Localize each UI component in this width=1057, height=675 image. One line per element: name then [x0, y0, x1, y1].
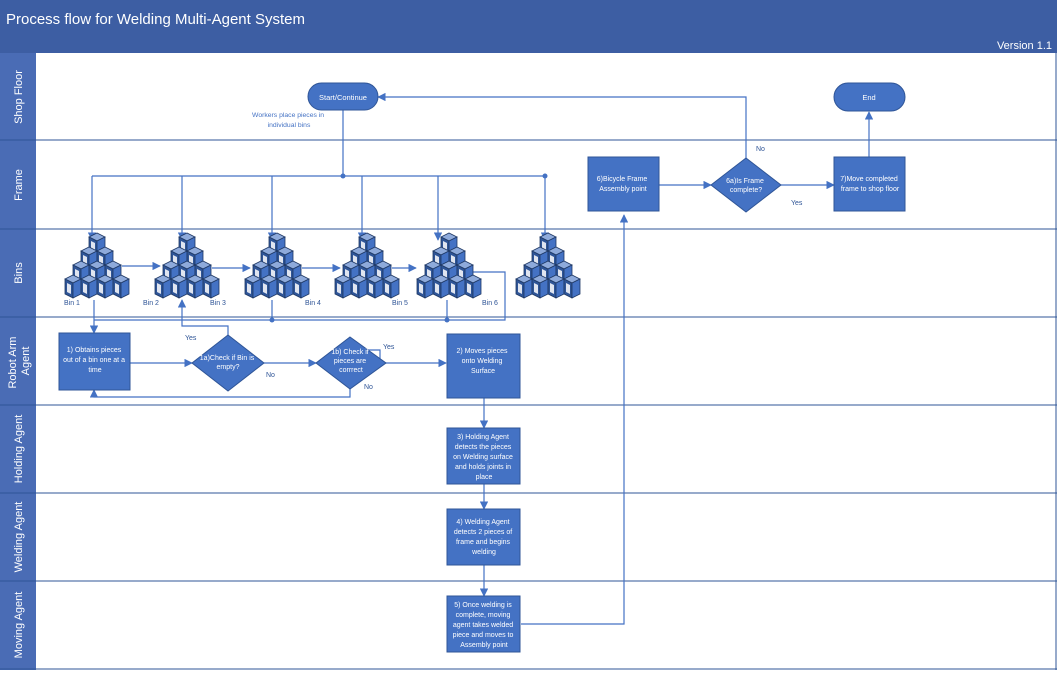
holding-agent-box: [446, 427, 521, 485]
lane-shop-floor: Shop Floor: [13, 70, 25, 124]
assembly-point-label: 6)Bicycle Frame Assembly point: [597, 176, 650, 193]
welding-agent-box: [446, 508, 521, 566]
version-label: Version 1.1: [997, 40, 1052, 52]
start-label: Start/Continue: [319, 93, 367, 102]
diagram-title: Process flow for Welding Multi-Agent Sys…: [6, 11, 305, 28]
check-empty-label: 1a)Check if Bin is empty?: [200, 355, 256, 371]
label-no-empty: No: [266, 372, 275, 379]
bin-icon-4: [335, 233, 399, 298]
bin-icon-5: [417, 233, 481, 298]
lane-bins: Bins: [13, 262, 25, 284]
check-correct-label: 1b) Check if pieces are corrrect: [331, 349, 370, 374]
connectors: [87, 92, 874, 625]
bin-label-6: Bin 6: [482, 300, 498, 307]
obtain-pieces-label: 1) Obtains pieces out of a bin one at a …: [63, 347, 127, 374]
bin-label-1: Bin 1: [64, 300, 80, 307]
frame-complete-label: 6a)Is Frame complete?: [726, 178, 766, 194]
check-correct-decision: [315, 336, 387, 390]
move-completed-label: 7)Move completed frame to shop floor: [840, 176, 900, 193]
obtain-pieces-box: [58, 332, 131, 391]
lane-holding-agent: Holding Agent: [13, 415, 25, 484]
lane-separators: [0, 53, 1057, 670]
junction-dots: [269, 173, 548, 323]
bin-label-4: Bin 4: [305, 300, 321, 307]
move-completed-box: [833, 156, 906, 212]
frame-complete-decision: [710, 157, 782, 213]
title-bar: [0, 0, 1057, 37]
assembly-point-box: [587, 156, 660, 212]
label-no-frame: No: [756, 146, 765, 153]
lane-moving-agent: Moving Agent: [13, 592, 25, 659]
bin-icon-3: [245, 233, 309, 298]
lane-welding-agent: Welding Agent: [13, 502, 25, 573]
moves-pieces-label: 2) Moves pieces onto Welding Surface: [457, 348, 510, 375]
check-empty-decision: [191, 334, 265, 392]
moving-agent-box: [446, 595, 521, 653]
moves-pieces-box: [446, 333, 521, 399]
version-bar: [0, 37, 1057, 53]
end-label: End: [862, 93, 875, 102]
start-terminal: [307, 82, 379, 111]
workers-note: Workers place pieces in individual bins: [252, 112, 326, 129]
bin-label-2: Bin 2: [143, 300, 159, 307]
bin-icon-1: [65, 233, 129, 298]
label-yes-empty: Yes: [185, 335, 197, 342]
bin-icon-2: [155, 233, 219, 298]
lane-robot-arm-agent: Robot Arm Agent: [7, 333, 32, 388]
label-no-correct: No: [364, 384, 373, 391]
lane-label-column: [0, 53, 36, 670]
label-yes-frame: Yes: [791, 200, 803, 207]
holding-agent-label: 3) Holding Agent detects the pieces on W…: [453, 434, 515, 481]
label-yes-correct: Yes: [383, 344, 395, 351]
bin-icon-6: [516, 233, 580, 298]
bin-label-5: Bin 5: [392, 300, 408, 307]
bin-label-3: Bin 3: [210, 300, 226, 307]
end-terminal: [833, 82, 906, 112]
lane-frame: Frame: [13, 169, 25, 201]
moving-agent-label: 5) Once welding is complete, moving agen…: [453, 602, 516, 649]
welding-agent-label: 4) Welding Agent detects 2 pieces of fra…: [454, 519, 514, 556]
